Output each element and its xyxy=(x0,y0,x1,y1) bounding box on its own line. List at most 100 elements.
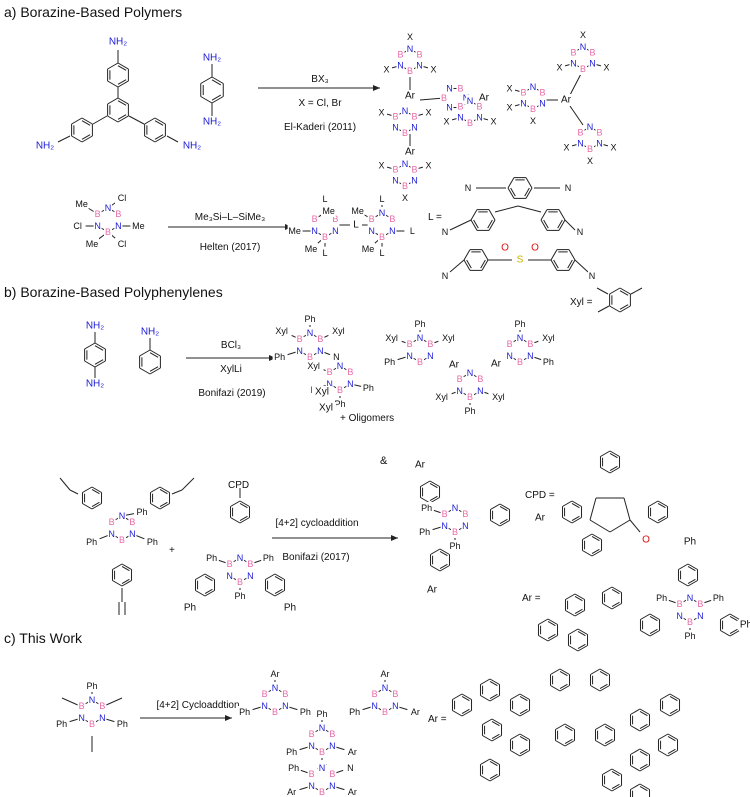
nitrogen-atom: N xyxy=(676,611,683,621)
ring xyxy=(568,259,576,271)
label-backing xyxy=(406,65,414,77)
xyl-label: Xyl = xyxy=(570,297,593,308)
label-backing xyxy=(441,270,449,282)
ring xyxy=(609,450,620,457)
ring xyxy=(600,450,611,457)
nitrogen-atom: N xyxy=(467,96,474,106)
ring xyxy=(559,685,570,692)
ring xyxy=(640,630,651,637)
ring xyxy=(489,758,500,765)
ring xyxy=(559,668,570,675)
nitrogen-atom: N xyxy=(371,701,378,711)
ring xyxy=(658,733,669,740)
label-backing xyxy=(307,740,316,752)
label-backing xyxy=(516,332,524,344)
linker-L: L xyxy=(353,220,359,231)
label-backing xyxy=(424,159,433,172)
label-backing xyxy=(586,121,594,133)
label-backing xyxy=(84,536,99,548)
label-backing xyxy=(488,391,509,403)
double-bond xyxy=(117,114,127,120)
ring xyxy=(491,735,502,742)
nitrogen-atom: N xyxy=(308,781,315,791)
nitrogen-atom: N xyxy=(589,59,596,69)
ring xyxy=(639,748,650,755)
label-backing xyxy=(711,592,726,604)
label-backing xyxy=(683,536,697,548)
ring xyxy=(154,135,166,143)
label-backing xyxy=(378,193,386,205)
label-backing xyxy=(346,762,355,774)
nitrogen-atom: N xyxy=(427,351,434,361)
ring xyxy=(538,618,549,625)
boron-atom: B xyxy=(507,339,513,349)
label-backing xyxy=(310,213,319,225)
ring xyxy=(525,187,533,199)
double-bond xyxy=(557,219,563,229)
boron-atom: B xyxy=(412,165,418,175)
double-bond xyxy=(461,695,470,702)
ring xyxy=(204,590,215,597)
rxn-a2-reagent: Me₃Si–L–SiMe₃ xyxy=(194,212,266,223)
label-backing xyxy=(489,358,503,370)
double-bond xyxy=(604,738,613,745)
label-backing xyxy=(401,105,409,117)
ring xyxy=(81,135,93,143)
nitrogen-atom: N xyxy=(530,82,537,92)
substituent-Xyl: Xyl xyxy=(307,361,320,371)
label-backing xyxy=(401,192,409,204)
label-backing xyxy=(310,225,319,237)
boron-atom: B xyxy=(297,334,303,344)
ring xyxy=(519,750,530,757)
substituent-L: L xyxy=(410,226,415,236)
label-backing xyxy=(377,106,386,119)
substituent-Ph: Ph xyxy=(288,763,299,773)
label-backing xyxy=(388,225,397,237)
ring xyxy=(729,613,740,620)
substituent-Ph: Ph xyxy=(263,553,274,563)
double-bond xyxy=(729,628,738,635)
substituent-L: L xyxy=(379,248,384,258)
ring xyxy=(590,668,601,675)
label-backing xyxy=(260,688,269,700)
label-backing xyxy=(307,728,316,740)
nitrogen-atom: N xyxy=(462,521,469,531)
substituent-Me: Me xyxy=(362,244,375,254)
label-backing xyxy=(529,115,537,127)
substituent-Ph: Ph xyxy=(449,541,460,551)
double-bond xyxy=(649,615,658,622)
label-backing xyxy=(361,243,375,255)
label-backing xyxy=(104,226,112,238)
ring xyxy=(94,360,106,368)
substituent-Ar: Ar xyxy=(411,707,420,717)
label-backing xyxy=(431,391,452,403)
double-bond xyxy=(591,548,600,555)
boron-atom: B xyxy=(392,689,398,699)
substituent-Xyl: Xyl xyxy=(275,326,288,336)
xylyl: Xyl xyxy=(319,403,333,414)
label-backing xyxy=(295,333,304,345)
double-bond xyxy=(487,219,493,229)
ring xyxy=(609,287,621,295)
label-backing xyxy=(505,338,514,350)
substituent-L: L xyxy=(322,194,327,204)
amine-group: NH₂ xyxy=(141,327,159,338)
ring xyxy=(547,618,558,625)
phenyl: Ph xyxy=(740,620,750,631)
ring xyxy=(591,550,602,557)
label-backing xyxy=(683,630,697,642)
label-backing xyxy=(538,332,559,344)
atom-label-layer: NH₂NH₂NH₂NH₂NH₂NBNBNBXXXArNBNBNBXXNBNBNB… xyxy=(35,29,750,797)
ring xyxy=(602,603,613,610)
ring xyxy=(149,367,161,375)
substituent-X: X xyxy=(426,108,432,118)
amine-group: NH₂ xyxy=(183,141,201,152)
nitrogen-atom: N xyxy=(119,511,126,521)
ring xyxy=(558,209,566,221)
boron-atom: B xyxy=(309,729,315,739)
label-backing xyxy=(316,402,336,414)
boron-atom: B xyxy=(530,104,536,114)
substituent-Ph: Ph xyxy=(147,537,158,547)
label-backing xyxy=(287,225,302,237)
label-backing xyxy=(88,718,96,730)
